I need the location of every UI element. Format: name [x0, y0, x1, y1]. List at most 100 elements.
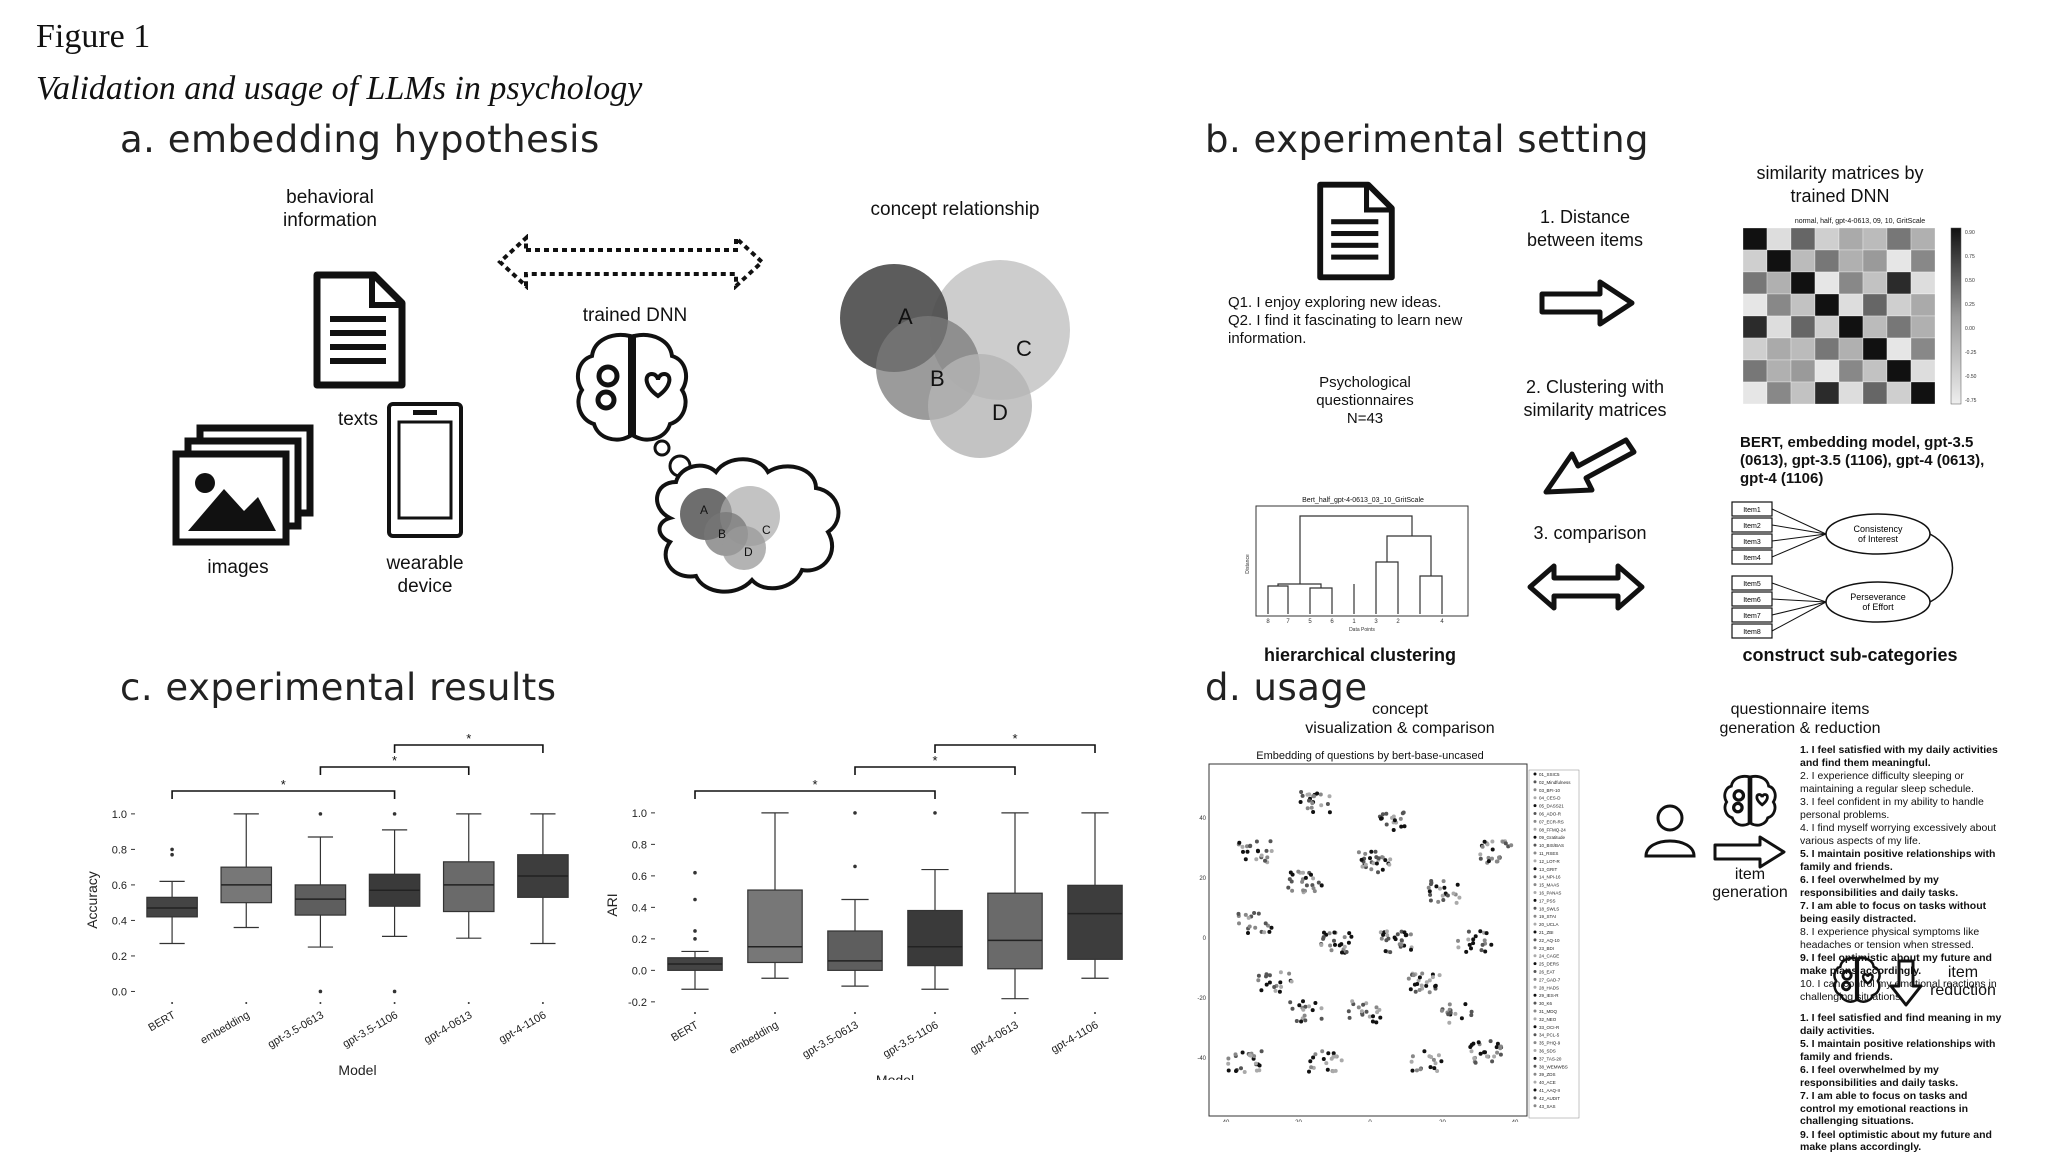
scatter-point [1309, 872, 1313, 877]
scatter-point [1296, 869, 1301, 874]
item-link [1771, 508, 1827, 535]
legend-marker [1533, 1072, 1537, 1076]
legend-entry: 11_RSES [1539, 851, 1558, 856]
scatter-point [1256, 978, 1261, 983]
scatter-point [1321, 935, 1326, 940]
box [827, 930, 883, 971]
scatter-point [1482, 839, 1487, 844]
scatter-point [1311, 876, 1316, 881]
scatter-point [1428, 892, 1433, 897]
scatter-point [1454, 900, 1459, 905]
legend-marker [1533, 1088, 1537, 1092]
scatter-point [1456, 945, 1461, 950]
panel-a-title: a. embedding hypothesis [120, 118, 600, 161]
significance-bracket [319, 766, 470, 775]
factor2-line2: of Effort [1862, 602, 1894, 612]
heatmap-cell [1862, 271, 1888, 295]
scatter-point [1301, 999, 1305, 1004]
scatter-point [1286, 885, 1291, 890]
legend-marker [1533, 1056, 1537, 1060]
x-tick [171, 1002, 174, 1004]
construct-subcategories-label: construct sub-categories [1742, 645, 1958, 665]
legend-entry: 01_SSIC5 [1539, 772, 1560, 777]
scatter-point [1433, 1061, 1438, 1066]
scatter-point [1237, 921, 1241, 926]
scatter-point [1439, 1008, 1444, 1013]
scatter-point [1440, 893, 1445, 898]
legend-entry: 42_AUDIT [1539, 1096, 1560, 1101]
scatter-point [1488, 1039, 1493, 1044]
box [146, 896, 198, 918]
flier [318, 812, 323, 816]
scatter-point [1381, 932, 1386, 937]
scatter-point [1417, 975, 1422, 980]
scatter-point [1319, 883, 1324, 888]
heatmap-cell [1886, 315, 1912, 339]
legend-marker [1533, 867, 1537, 871]
scatter-point [1277, 989, 1282, 994]
generated-item: 5. I maintain positive relationships wit… [1800, 848, 1996, 873]
significance-marker: * [1012, 731, 1017, 746]
y-tick-label: 0.0 [112, 986, 127, 998]
scatter-point [1506, 844, 1511, 849]
scatter-point [1463, 1002, 1468, 1007]
legend-marker [1533, 883, 1537, 887]
comparison-arrow-icon [1527, 563, 1645, 611]
legend-entry: 38_WEMWBS [1539, 1064, 1568, 1069]
scatter-point [1312, 794, 1316, 799]
scatter-point [1380, 812, 1385, 817]
heatmap-cell [1910, 249, 1936, 273]
scatter-point [1456, 938, 1460, 943]
scatter-point [1480, 844, 1485, 849]
heatmap-cell [1838, 227, 1864, 251]
scatter-point [1333, 942, 1337, 947]
scatter-point [1311, 1055, 1316, 1060]
scatter-point [1300, 879, 1305, 884]
scatter-point [1256, 911, 1261, 916]
step1-label: 1. Distance between items [1526, 207, 1644, 250]
thought-cloud: A B C D [653, 439, 841, 594]
y-tick-label: 0.2 [112, 951, 127, 963]
scatter-point [1409, 1059, 1414, 1064]
reduced-item: 7. I am able to focus on tasks and contr… [1800, 1090, 1969, 1127]
scatter-point [1374, 1005, 1379, 1010]
heatmap-cell [1886, 293, 1912, 317]
legend-marker [1533, 946, 1537, 950]
figure-label: Figure 1 [36, 18, 151, 55]
legend-marker [1533, 906, 1537, 910]
scatter-point [1485, 842, 1490, 847]
scatter-point [1438, 886, 1442, 891]
scatter-point [1265, 855, 1270, 860]
dendrogram-leaf-label: 4 [1440, 619, 1444, 625]
scatter-point [1417, 988, 1422, 992]
generated-item: 2. I experience difficulty sleeping or m… [1800, 770, 1974, 795]
scatter-point [1469, 1049, 1474, 1054]
heatmap-cell [1814, 337, 1840, 361]
heatmap-cell [1838, 249, 1864, 273]
scatter-point [1347, 1015, 1352, 1020]
scatter-point [1319, 943, 1324, 947]
scatter-point [1383, 858, 1388, 863]
models-list: BERT, embedding model, gpt-3.5 (0613), g… [1740, 434, 1985, 487]
scatter-point [1246, 931, 1250, 935]
scatter-x-tick: 40 [1512, 1120, 1519, 1122]
scatter-point [1319, 1016, 1324, 1021]
scatter-point [1320, 1049, 1325, 1054]
scatter-point [1427, 889, 1432, 894]
scatter-point [1478, 929, 1483, 934]
legend-entry: 24_CAGE [1539, 954, 1559, 959]
scatter-point [1413, 989, 1418, 994]
item-label: Item8 [1743, 629, 1761, 636]
cloud-label-d: D [744, 545, 753, 559]
legend-entry: 31_MDQ [1539, 1009, 1558, 1014]
scatter-point [1342, 935, 1347, 940]
heatmap-cell [1814, 227, 1840, 251]
flier [170, 852, 174, 857]
scatter-point [1256, 849, 1260, 854]
scatter-point [1399, 942, 1404, 947]
scatter-point [1380, 867, 1385, 872]
scatter-point [1402, 824, 1407, 829]
scatter-point [1307, 792, 1312, 797]
scatter-point [1263, 858, 1267, 863]
